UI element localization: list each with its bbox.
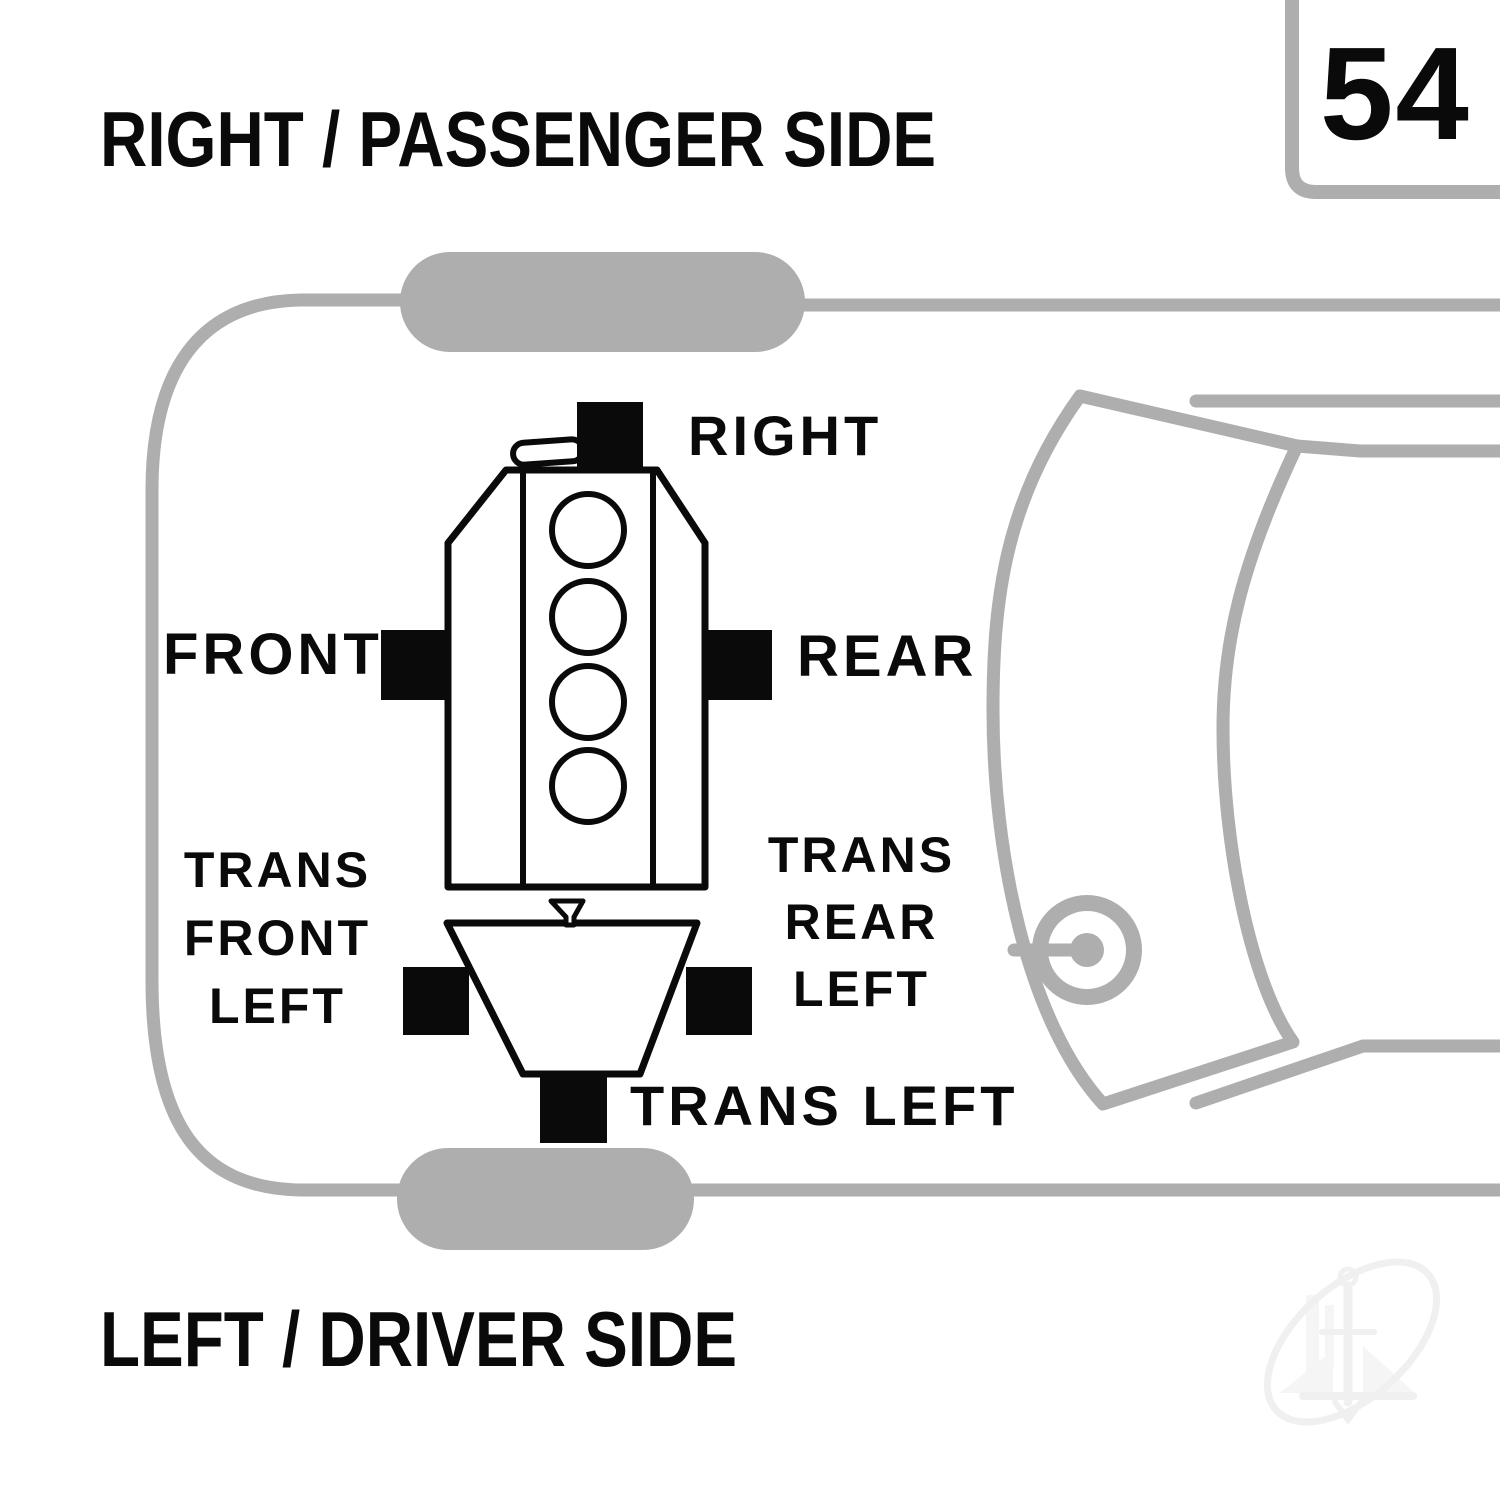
page-number-box-border [1285,0,1500,199]
trans-rear-left-line3: LEFT [793,961,930,1017]
upper-wheel [400,252,805,352]
right-mount-block [577,402,643,470]
watermark-letter-bar-2 [1325,1305,1334,1367]
rear-mount-block [705,630,772,700]
page-title-top: RIGHT / PASSENGER SIDE [100,95,937,183]
engine-transmission-graphic [381,402,772,1143]
front-mount-block [381,630,447,700]
trans-front-left-line2: FRONT [183,910,372,966]
dipstick-funnel [548,898,586,928]
cylinder-2 [549,578,627,656]
steering-wheel-hub [1070,933,1104,967]
watermark-anchor-fluke [1332,1399,1364,1426]
steering-wheel-ring [1032,895,1142,1005]
rear-mount-label: REAR [797,624,978,689]
trans-rear-left-mount-label: TRANS REAR LEFT [754,822,969,1023]
cylinder-3 [549,663,627,741]
cylinder-4 [549,747,627,825]
trans-left-mount-block [540,1074,607,1143]
transmission-outline [443,919,701,1078]
hood-line-lower [1189,1039,1500,1110]
trans-rear-left-line1: TRANS [767,827,956,883]
watermark-orbit-ellipse [1263,1258,1441,1426]
right-mount-label: RIGHT [688,404,883,467]
windshield-outline [986,389,1304,1111]
anchor-logo-watermark [1263,1258,1441,1426]
trans-front-left-line3: LEFT [209,978,346,1034]
lower-wheel [397,1148,694,1250]
car-outline [145,252,1500,1250]
trans-left-mount-label: TRANS LEFT [630,1074,1019,1137]
trans-rear-left-line2: REAR [784,894,939,950]
cowl-line [1290,439,1500,458]
cylinder-1 [549,491,627,569]
trans-front-left-mount-block [403,967,469,1035]
page-title-bottom: LEFT / DRIVER SIDE [100,1295,738,1383]
page-number: 54 [1320,20,1471,167]
car-left-body-line [145,293,427,1197]
trans-front-left-mount-label: TRANS FRONT LEFT [165,836,390,1040]
front-mount-label: FRONT [163,622,383,687]
trans-rear-left-mount-block [686,967,752,1035]
watermark-sail-right [1363,1346,1415,1393]
watermark-letter-bar [1306,1295,1319,1390]
engine-pipe [510,436,586,468]
trans-front-left-line1: TRANS [183,842,372,898]
